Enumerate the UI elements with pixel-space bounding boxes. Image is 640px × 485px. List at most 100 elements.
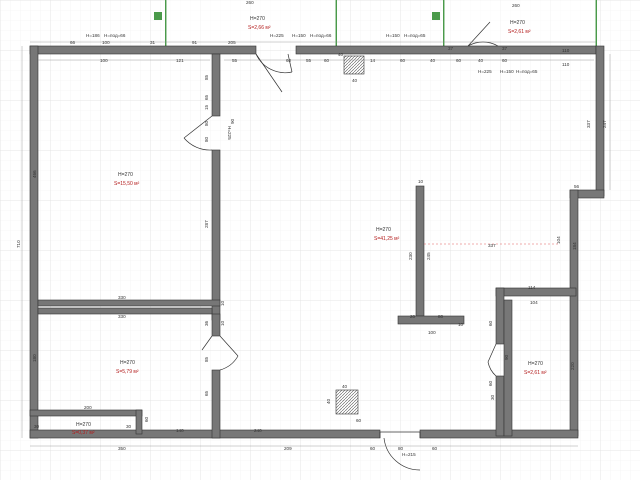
dim-s40: 40 [342,384,348,389]
dim-104a: 104 [556,236,561,244]
note-6b: H=под=65 [516,69,538,74]
dim-66: 66 [70,40,76,45]
dim-36: 36 [204,320,209,326]
room-strip-height: H=270 [76,422,91,428]
dim-40a: 40 [338,52,344,57]
room-balcony-right-height: H=270 [510,20,525,26]
door-small-room [201,335,239,371]
room-bedroom-area: S=15,50 м² [114,181,140,187]
door-bottom [379,431,421,471]
walls [29,45,605,439]
dim-15: 15 [204,104,209,110]
dim-s60: 60 [356,418,362,423]
note-2: H=225 [270,33,284,38]
dim-60d: 60 [456,58,462,63]
dim-b60b: 60 [488,380,493,386]
dim-b60a: 60 [488,320,493,326]
dim-40b: 40 [430,58,436,63]
dim-80b: 80 [204,136,209,142]
note-1b: H=под=66 [104,33,126,38]
note-3: H=150 [292,33,306,38]
note-7: H=215 [402,452,416,457]
note-3b: H=под=66 [310,33,332,38]
dim-110a: 110 [562,48,570,53]
dim-40d: 40 [352,78,358,83]
room-bath-height: H=270 [528,361,543,367]
dim-37a: 37 [448,46,454,51]
dim-60b: 60 [324,58,330,63]
room-small-area: S=5,79 м² [116,369,139,375]
dim-bot209: 209 [284,446,292,451]
dim-p10b: 10 [458,322,464,327]
dim-56: 56 [574,184,580,189]
dim-60e: 60 [502,58,508,63]
room-strip-area: S=0,37 м² [72,430,95,436]
dim-30b: 30 [126,424,132,429]
dim-85b: 85 [204,356,209,362]
dim-114: 114 [528,285,536,290]
dim-247: 247 [602,120,607,128]
note-6: H=150 [500,69,514,74]
dim-121: 121 [176,58,184,63]
column-bottom [335,389,359,415]
dim-p10: 10 [418,179,424,184]
balcony-left [154,0,337,46]
dim-10a: 10 [220,300,225,306]
dim-37b: 37 [502,46,508,51]
dim-31: 31 [150,40,156,45]
dim-140: 140 [176,428,184,433]
dim-55a: 55 [232,58,238,63]
dim-bot80: 80 [398,446,404,451]
door-bedroom [183,115,213,151]
dim-710: 710 [16,240,21,248]
dim-b90: 90 [504,354,509,360]
dim-14: 14 [370,58,376,63]
dim-80a: 80 [204,120,209,126]
room-balcony-left-height: H=270 [250,16,265,22]
dimension-lines [21,41,611,447]
dim-bot60: 60 [370,446,376,451]
note-5: H=225 [478,69,492,74]
room-bath-area: S=2,61 м² [524,370,547,376]
room-balcony-left-area: S=2,66 м² [248,25,271,31]
dim-91: 91 [192,40,198,45]
dim-p80: 80 [438,314,444,319]
door-top [255,53,293,93]
dim-65a: 65 [204,94,209,100]
dim-p100: 100 [428,330,436,335]
dim-65b: 65 [204,390,209,396]
dim-40c: 40 [478,58,484,63]
dim-60a: 60 [286,58,292,63]
dim-s40b: 40 [326,398,331,404]
dim-110b: 110 [562,62,570,67]
dim-p20: 20 [410,314,416,319]
dim-260b: 260 [512,3,520,8]
dim-180: 180 [32,354,37,362]
dim-60c: 60 [400,58,406,63]
dim-55b: 55 [306,58,312,63]
dim-b220: 220 [570,362,575,370]
dimension-labels: 260 260 66 100 31 91 205 37 37 110 100 1… [16,0,607,451]
note-1: H=186 [86,33,100,38]
dim-p245: 245 [426,252,431,260]
dim-200: 200 [84,405,92,410]
dim-184: 184 [572,242,577,250]
dim-100b: 100 [100,58,108,63]
room-living-area: S=41,25 м² [374,236,400,242]
room-small-height: H=270 [120,360,135,366]
dim-330a: 330 [118,295,126,300]
room-living-height: H=270 [376,227,391,233]
dim-bot350: 350 [118,446,126,451]
dim-90: 90 [230,118,235,124]
balcony-right [432,0,597,46]
dim-205: 205 [228,40,236,45]
dim-466: 466 [32,170,37,178]
note-4b: H=под=65 [404,33,426,38]
note-4: H=150 [386,33,400,38]
dim-104: 104 [530,300,538,305]
room-balcony-right-area: S=2,61 м² [508,29,531,35]
dim-bot60b: 60 [432,446,438,451]
dim-337: 337 [586,120,591,128]
